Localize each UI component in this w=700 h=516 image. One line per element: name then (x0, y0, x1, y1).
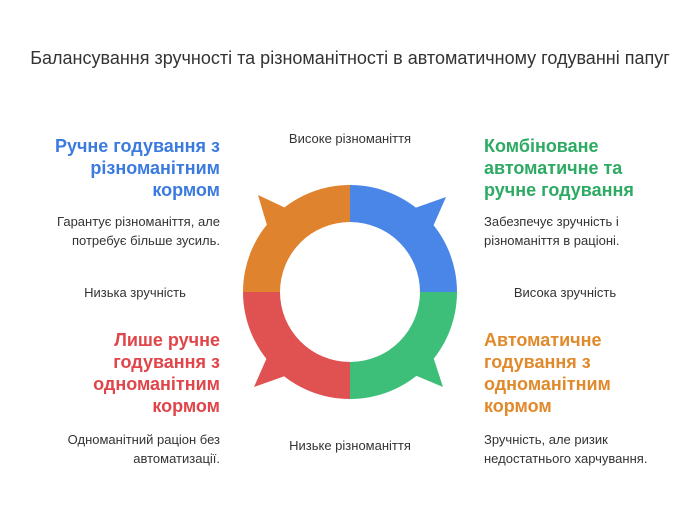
cycle-segment-top-right (350, 185, 457, 292)
quadrant-bottom-right-description: Зручність, але ризик недостатнього харчу… (484, 432, 648, 466)
cycle-arrow-top-right (398, 197, 446, 247)
quadrant-bottom-left-heading: Лише ручне годування з одноманітним корм… (93, 330, 220, 416)
axis-label-bottom: Низьке різноманіття (289, 438, 411, 453)
axis-label-left: Низька зручність (84, 285, 186, 300)
quadrant-top-left-description: Гарантує різноманіття, але потребує біль… (57, 214, 220, 248)
cycle-segment-bottom-right (350, 292, 457, 399)
quadrant-top-left-heading: Ручне годування з різноманітним кормом (54, 136, 220, 200)
diagram-title: Балансування зручності та різноманітност… (30, 48, 670, 68)
cycle-arrow-top-left (258, 195, 307, 242)
cycle-segment-top-left (243, 185, 350, 292)
quadrant-top-right-description: Забезпечує зручність і різноманіття в ра… (484, 214, 620, 248)
cycle-arrow-bottom-left (254, 337, 302, 387)
quadrant-bottom-left-description: Одноманітний раціон без автоматизації. (67, 432, 220, 466)
axis-label-right: Висока зручність (513, 285, 617, 300)
cycle-segment-bottom-left (243, 292, 350, 399)
axis-label-top: Високе різноманіття (288, 131, 412, 146)
quadrant-bottom-right-heading: Автоматичне годування з одноманітним кор… (484, 330, 611, 416)
quadrant-top-right-heading: Комбіноване автоматичне та ручне годуван… (484, 136, 634, 200)
cycle-arrow-bottom-right (393, 341, 443, 387)
